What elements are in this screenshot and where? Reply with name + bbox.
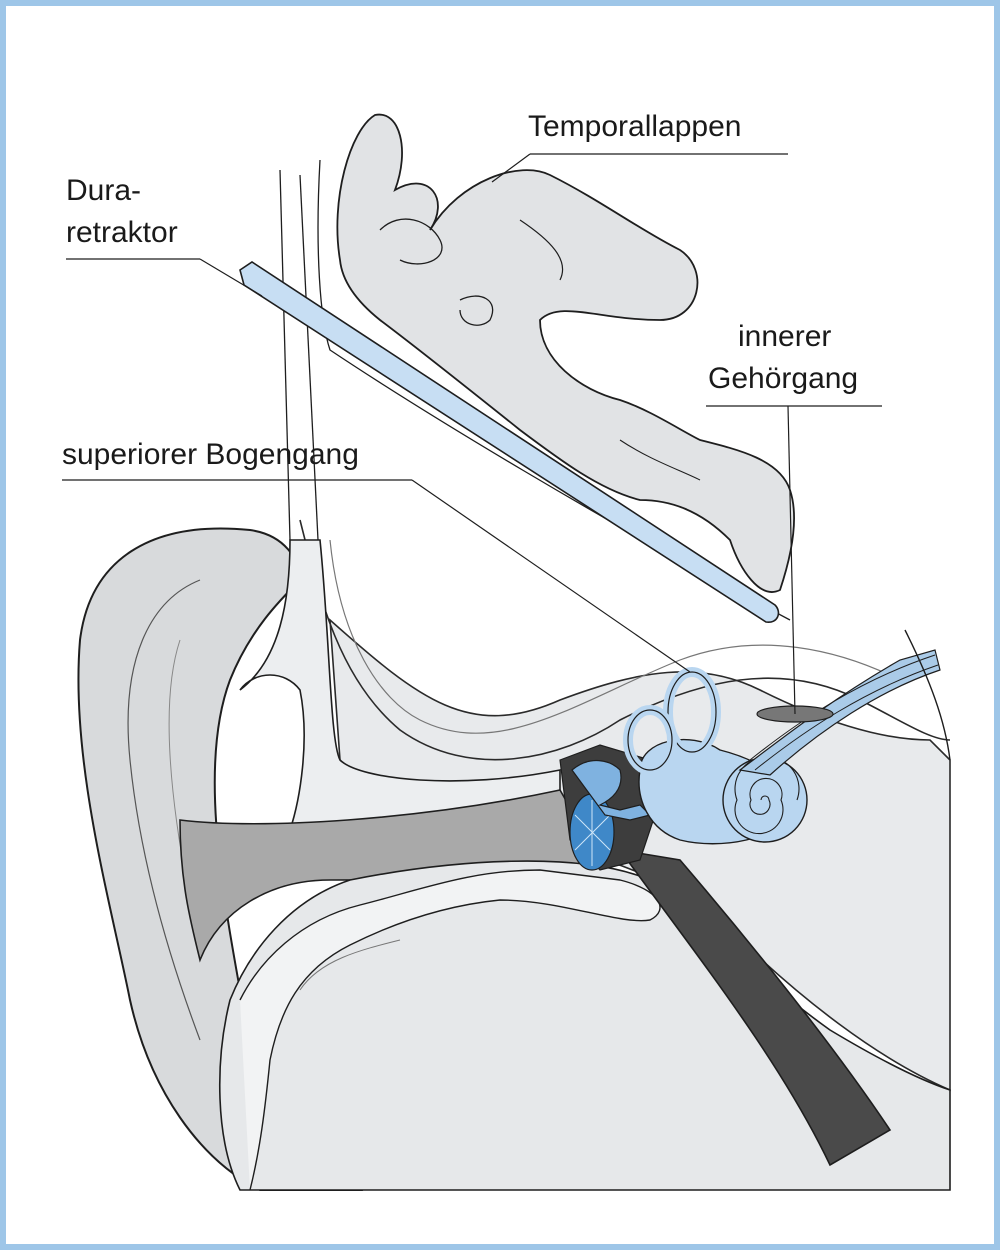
temporal-lobe-sulcus-3 [519, 219, 564, 281]
lower-canal-wall [239, 869, 661, 1191]
dura-layer-1 [279, 169, 291, 541]
lower-bone-inner [299, 939, 401, 991]
leader-temporal-diag [491, 153, 531, 183]
leader-superior-diag [411, 479, 691, 673]
eardrum-rays [574, 800, 611, 866]
temporal-lobe-sulcus-4 [619, 439, 701, 481]
auricle-inner-fold [127, 579, 201, 1041]
label-innerer-gehoergang-line1: innerer [738, 320, 832, 353]
middle-fossa-floor [329, 539, 901, 734]
temporal-lobe-sulcus-2 [459, 295, 494, 326]
leader-dura-diag [199, 258, 263, 297]
canal-upper-wall [239, 539, 561, 845]
temporal-lobe [336, 113, 796, 593]
leader-innerer-vertical [787, 405, 796, 715]
label-dura-retraktor-line1: Dura- [66, 174, 142, 207]
dura-right-edge [904, 629, 951, 761]
temporal-lobe-sulcus-1 [379, 218, 443, 265]
dura-layer-2 [299, 174, 319, 541]
dura-retractor [239, 261, 780, 623]
inner-ear [623, 667, 808, 845]
ossicles [571, 760, 652, 821]
eustachian-tube [618, 848, 892, 1167]
label-innerer-gehoergang-line2: Gehörgang [708, 362, 859, 395]
label-superiorer-bogengang: superiorer Bogengang [62, 438, 359, 471]
nerve-strands [749, 654, 939, 771]
label-dura-retraktor-line2: retraktor [66, 216, 178, 249]
label-temporallappen: Temporallappen [528, 110, 742, 143]
